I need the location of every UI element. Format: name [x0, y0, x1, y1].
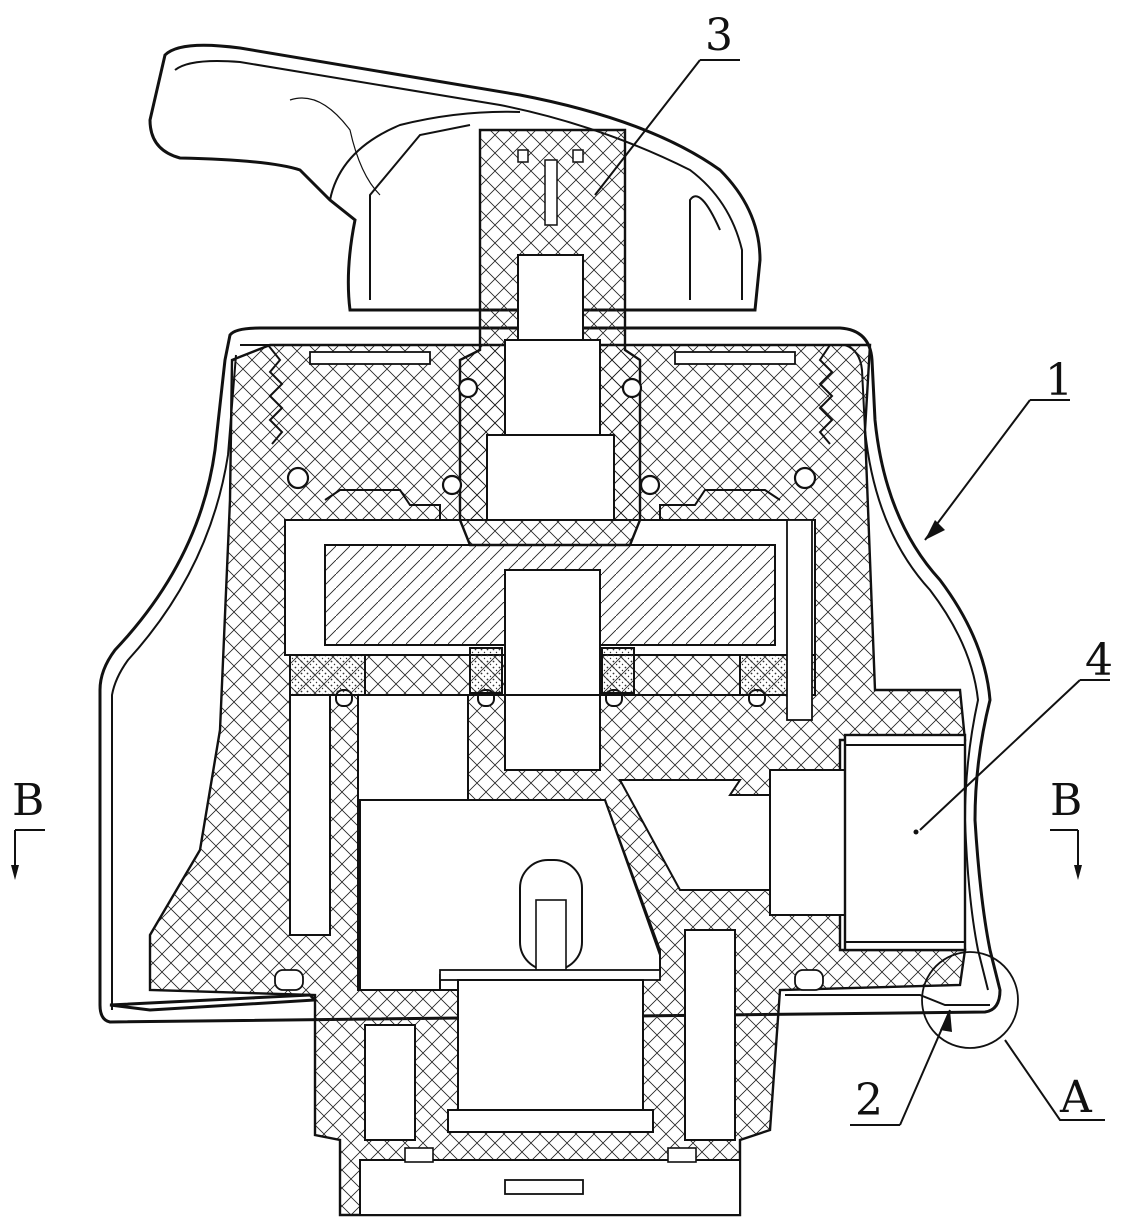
lower-valve-body — [359, 859, 741, 1216]
label-part-3: 3 — [705, 10, 733, 61]
label-section-b-left: B — [12, 775, 44, 826]
lever-handle — [148, 43, 762, 312]
base-plate — [109, 969, 990, 1012]
o-rings — [286, 377, 817, 707]
label-detail-a: A — [1059, 1072, 1093, 1123]
threaded-cap — [267, 344, 834, 520]
detail-circle-a — [921, 951, 1019, 1049]
label-part-2: 2 — [855, 1075, 883, 1126]
label-part-1: 1 — [1045, 355, 1073, 406]
inner-housing-body — [148, 343, 967, 1217]
label-part-4: 4 — [1085, 635, 1113, 686]
label-section-b-right: B — [1050, 775, 1082, 826]
component-4-block — [843, 733, 967, 952]
leader-lines — [11, 59, 1110, 1126]
central-spindle — [458, 128, 642, 771]
porous-seal-discs — [289, 519, 816, 721]
